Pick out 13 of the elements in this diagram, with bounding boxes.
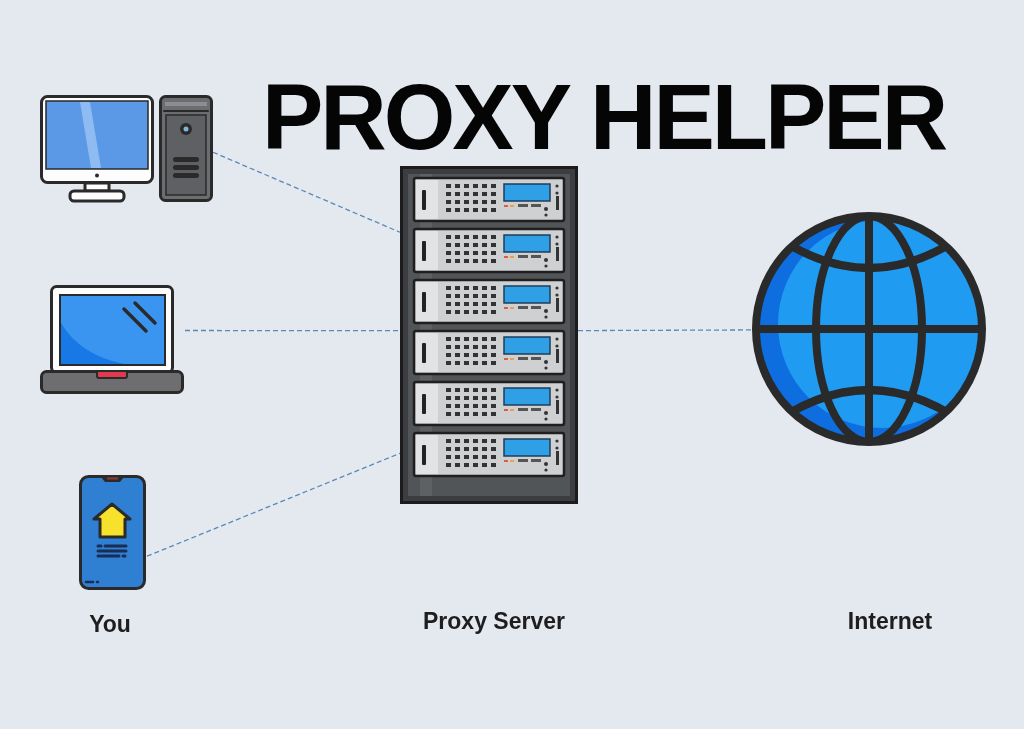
globe-icon	[752, 212, 986, 446]
label: Proxy Server	[423, 610, 565, 633]
connector-line	[212, 151, 401, 233]
desktop-computer-icon	[40, 95, 213, 203]
smartphone-icon	[79, 475, 147, 591]
laptop-icon	[40, 285, 185, 396]
connector-line	[184, 329, 401, 332]
connector-line	[577, 329, 753, 332]
label: Internet	[847, 610, 933, 633]
connector-line	[146, 452, 401, 557]
title: PROXY HELPER	[262, 71, 946, 163]
server-rack-icon	[400, 166, 578, 504]
label: You	[89, 613, 131, 636]
